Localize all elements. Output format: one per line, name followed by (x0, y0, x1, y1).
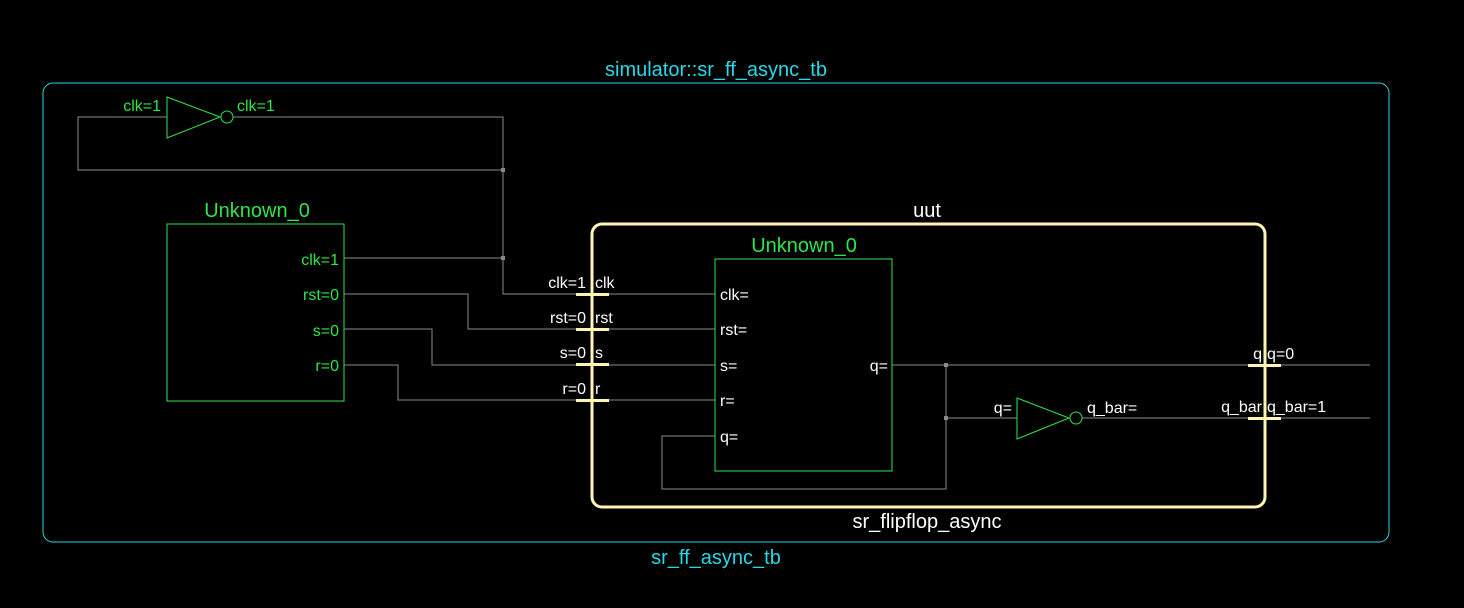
uut-in-inner-clk: clk (595, 275, 616, 292)
q-inverter-input-label: q= (994, 400, 1012, 417)
uut-output-pins (1248, 364, 1281, 420)
clock-loop-wires (77, 116, 590, 295)
uut-in-inner-r: r (595, 381, 601, 398)
uut-in-outer-s: s=0 (560, 345, 586, 362)
uut-internal-input-wires (609, 293, 715, 401)
uut-in-outer-rst: rst=0 (550, 310, 586, 327)
stimulus-port-rst: rst=0 (303, 287, 339, 304)
top-module-title: simulator::sr_ff_async_tb (605, 59, 827, 81)
inner-port-rst: rst= (720, 322, 747, 339)
clock-inverter-triangle-icon (166, 96, 222, 139)
stimulus-block-title: Unknown_0 (204, 200, 310, 222)
top-module-footer: sr_ff_async_tb (651, 547, 781, 569)
uut-in-inner-s: s (595, 345, 603, 362)
inner-block-title: Unknown_0 (751, 235, 857, 257)
stimulus-port-clk: clk=1 (301, 252, 339, 269)
inner-port-s: s= (720, 358, 737, 375)
q-inverter[interactable] (1016, 397, 1083, 440)
uut-out-inner-q-bar: q_bar (1221, 399, 1263, 416)
q-inverter-triangle-icon (1016, 397, 1071, 440)
clock-inverter-bubble-icon (220, 110, 234, 124)
clock-inverter[interactable] (166, 96, 234, 139)
uut-out-outer-q-bar: q_bar=1 (1267, 399, 1326, 416)
top-module-boundary[interactable] (42, 82, 1390, 543)
uut-footer: sr_flipflop_async (853, 511, 1002, 533)
uut-q-wires (661, 363, 1370, 490)
q-inverter-output-label: q_bar= (1087, 400, 1137, 417)
clock-inverter-output-label: clk=1 (237, 98, 275, 115)
q-inverter-bubble-icon (1069, 411, 1083, 425)
inner-port-q-out: q= (870, 358, 888, 375)
uut-in-inner-rst: rst (595, 310, 613, 327)
uut-out-outer-q: q=0 (1267, 346, 1294, 363)
clock-inverter-input-label: clk=1 (123, 98, 161, 115)
inner-port-q-in: q= (720, 429, 738, 446)
stimulus-wires (344, 293, 590, 401)
stimulus-port-r: r=0 (315, 358, 339, 375)
uut-in-outer-r: r=0 (562, 381, 586, 398)
stimulus-block[interactable] (166, 223, 345, 402)
inner-port-r: r= (720, 393, 735, 410)
uut-out-inner-q: q (1253, 346, 1262, 363)
uut-in-outer-clk: clk=1 (548, 275, 586, 292)
stimulus-port-s: s=0 (313, 323, 339, 340)
inner-port-clk: clk= (720, 287, 749, 304)
uut-title: uut (913, 200, 941, 222)
uut-input-pins (576, 293, 609, 402)
